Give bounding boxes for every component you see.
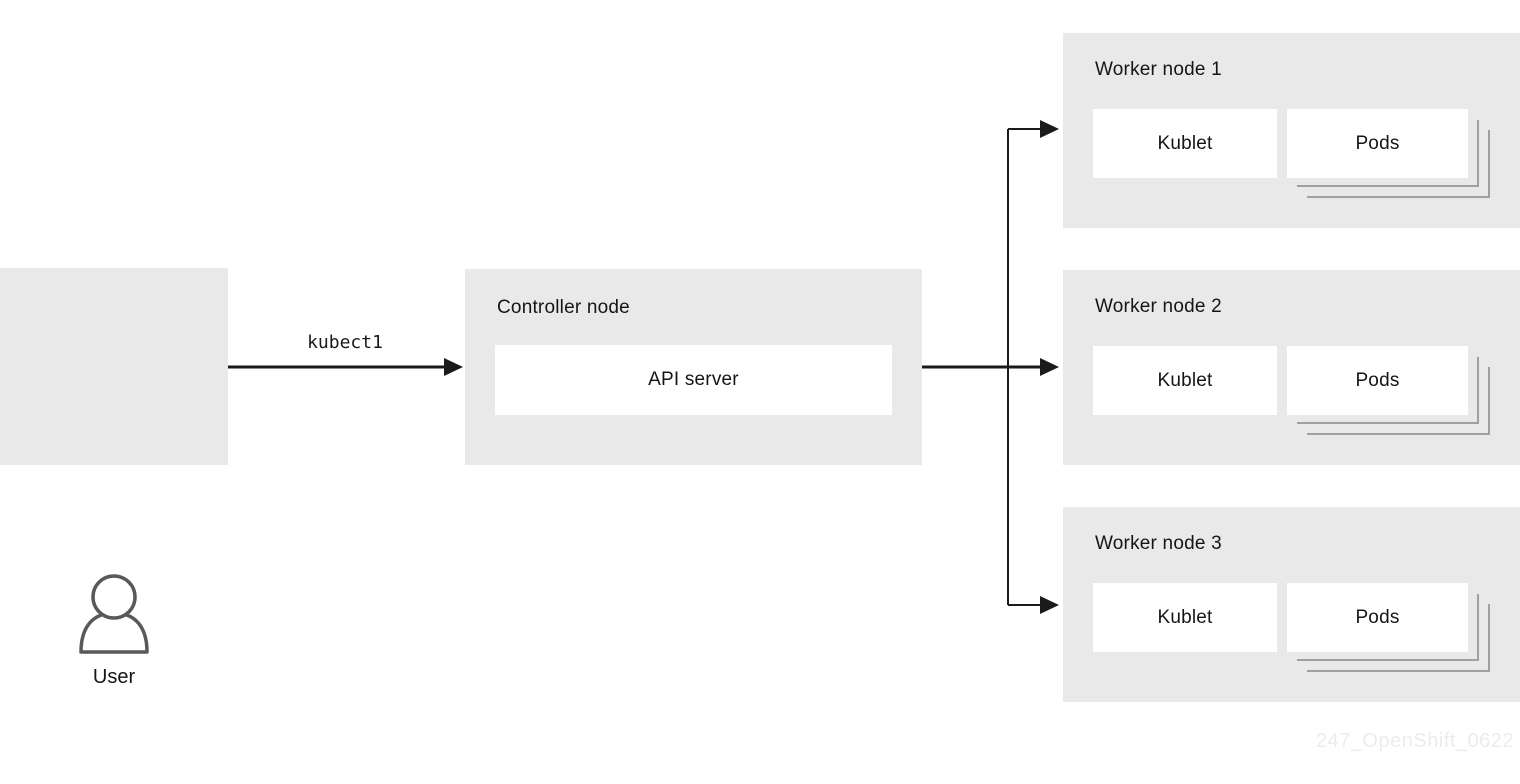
worker-node-1: Worker node 1 Kublet Pods [1063,33,1520,228]
arrowhead-worker-1 [1040,120,1059,138]
pods-label: Pods [1355,132,1400,154]
pods-label: Pods [1355,606,1400,628]
kubelet-label: Kublet [1157,606,1213,628]
worker-node-2: Worker node 2 Kublet Pods [1063,270,1520,465]
pods-stack-layer [1307,367,1490,435]
worker-node-3: Worker node 3 Kublet Pods [1063,507,1520,702]
pods-box: Pods [1287,109,1468,178]
kubelet-label: Kublet [1157,132,1213,154]
user-icon [79,574,149,654]
api-server-label: API server [648,369,739,390]
kubelet-box: Kublet [1093,109,1277,178]
controller-node-title: Controller node [497,297,630,318]
user-to-controller-arrowhead [444,358,463,376]
pods-box: Pods [1287,583,1468,652]
controller-node: Controller node API server [465,269,922,465]
watermark-text: 247_OpenShift_0622 [1315,730,1514,752]
kubelet-box: Kublet [1093,583,1277,652]
pods-stack-layer [1297,120,1479,187]
pods-stack-layer [1297,357,1479,424]
kubelet-label: Kublet [1157,369,1213,391]
pods-stack-layer [1297,594,1479,661]
pods-label: Pods [1355,369,1400,391]
arrowhead-worker-2 [1040,358,1059,376]
kubectl-edge-label: kubect1 [307,332,383,353]
arrowhead-worker-3 [1040,596,1059,614]
pods-stack-layer [1307,604,1490,672]
pods-stack-layer [1307,130,1490,198]
worker-node-2-title: Worker node 2 [1095,296,1222,317]
user-label: User [92,666,136,688]
user-node: User [0,268,228,688]
worker-node-1-title: Worker node 1 [1095,59,1222,80]
kubelet-box: Kublet [1093,346,1277,415]
worker-node-3-title: Worker node 3 [1095,533,1222,554]
api-server-box: API server [495,345,892,415]
pods-box: Pods [1287,346,1468,415]
